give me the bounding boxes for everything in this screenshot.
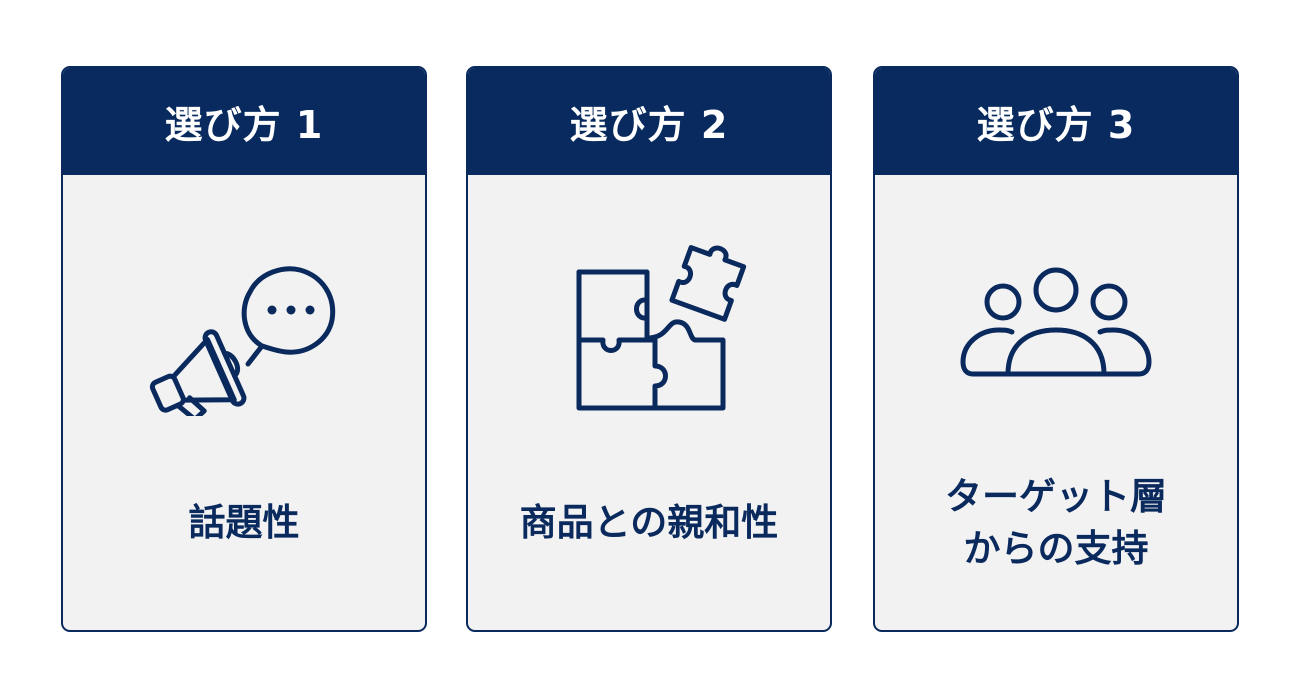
- selection-card-2: 選び方 2 商品との親和性: [466, 66, 832, 632]
- card-label-1: 話題性: [188, 501, 300, 545]
- card-header-1: 選び方 1: [63, 68, 425, 175]
- selection-card-3: 選び方 3 ターゲット層 からの支持: [873, 66, 1239, 632]
- megaphone-chat-icon: [63, 236, 425, 416]
- selection-card-1: 選び方 1 話題性: [61, 66, 427, 632]
- people-group-icon: [875, 236, 1237, 416]
- card-header-2: 選び方 2: [468, 68, 830, 175]
- puzzle-icon: [468, 236, 830, 416]
- card-label-3: ターゲット層 からの支持: [945, 475, 1167, 570]
- card-label-2: 商品との親和性: [519, 501, 779, 545]
- card-header-3: 選び方 3: [875, 68, 1237, 175]
